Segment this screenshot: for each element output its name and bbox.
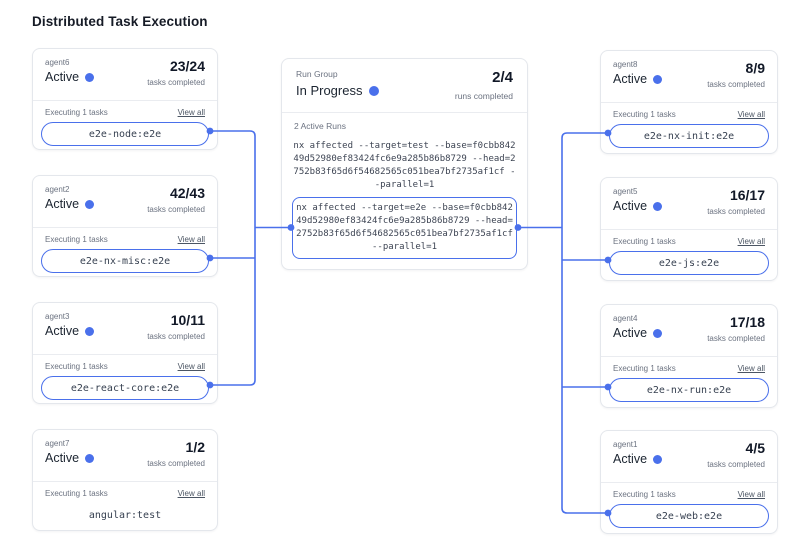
- agent-name: agent5: [613, 187, 638, 196]
- agent-name: agent1: [613, 440, 638, 449]
- task-pill[interactable]: e2e-node:e2e: [41, 122, 209, 146]
- agent-card-header: agent7 Active 1/2 tasks completed: [33, 430, 217, 482]
- view-all-link[interactable]: View all: [737, 110, 765, 119]
- view-all-link[interactable]: View all: [737, 237, 765, 246]
- run-command[interactable]: nx affected --target=test --base=f0cbb84…: [293, 141, 516, 190]
- right-column: agent8 Active 8/9 tasks completed Execut…: [600, 50, 778, 534]
- tasks-count: 4/5: [745, 440, 765, 456]
- agent-name: agent8: [613, 60, 638, 69]
- status-dot-icon: [85, 199, 95, 209]
- view-all-link[interactable]: View all: [737, 490, 765, 499]
- agent-card-header: agent8 Active 8/9 tasks completed: [601, 51, 777, 103]
- agent-name: agent7: [45, 439, 70, 448]
- active-runs-label: 2 Active Runs: [294, 121, 346, 131]
- executing-label: Executing 1 tasks: [613, 490, 676, 499]
- tasks-completed-label: tasks completed: [147, 78, 205, 87]
- agent-name: agent6: [45, 58, 70, 67]
- tasks-count: 8/9: [745, 60, 765, 76]
- task-pill: angular:test: [41, 503, 209, 527]
- status-dot-icon: [85, 72, 95, 82]
- tasks-count: 16/17: [729, 187, 765, 203]
- agent-card: agent3 Active 10/11 tasks completed Exec…: [32, 302, 218, 404]
- run-group-status: In Progress: [296, 83, 363, 98]
- runs-completed-label: runs completed: [454, 91, 513, 101]
- tasks-count: 10/11: [170, 312, 205, 328]
- task-pill[interactable]: e2e-nx-run:e2e: [609, 378, 769, 402]
- agent-card: agent7 Active 1/2 tasks completed Execut…: [32, 429, 218, 531]
- run-group-card: Run Group In Progress 2/4 runs completed…: [281, 58, 528, 270]
- agent-status-text: Active: [613, 326, 648, 340]
- agent-name: agent3: [45, 312, 70, 321]
- tasks-completed-label: tasks completed: [147, 205, 205, 214]
- tasks-completed-label: tasks completed: [147, 332, 205, 341]
- agent-card-header: agent5 Active 16/17 tasks completed: [601, 178, 777, 230]
- task-pill[interactable]: e2e-react-core:e2e: [41, 376, 209, 400]
- agent-name: agent4: [613, 314, 638, 323]
- run-group-header: Run Group In Progress 2/4 runs completed: [282, 59, 527, 113]
- status-dot-icon: [653, 74, 663, 84]
- agent-card: agent8 Active 8/9 tasks completed Execut…: [600, 50, 778, 154]
- agent-name: agent2: [45, 185, 70, 194]
- status-dot-icon: [85, 453, 95, 463]
- runs-completed-count: 2/4: [492, 69, 513, 86]
- executing-label: Executing 1 tasks: [613, 110, 676, 119]
- tasks-completed-label: tasks completed: [707, 460, 765, 469]
- agent-card-header: agent6 Active 23/24 tasks completed: [33, 49, 217, 101]
- agent-status-text: Active: [613, 452, 648, 466]
- tasks-count: 1/2: [185, 439, 205, 455]
- status-dot-icon: [85, 326, 95, 336]
- tasks-count: 23/24: [169, 58, 205, 74]
- run-command-highlighted[interactable]: nx affected --target=e2e --base=f0cbb842…: [292, 197, 517, 259]
- view-all-link[interactable]: View all: [737, 364, 765, 373]
- agent-status-text: Active: [613, 199, 648, 213]
- status-dot-icon: [653, 454, 663, 464]
- run-group-label: Run Group: [296, 69, 338, 79]
- agent-card: agent4 Active 17/18 tasks completed Exec…: [600, 304, 778, 408]
- executing-label: Executing 1 tasks: [45, 489, 108, 498]
- agent-status-text: Active: [613, 72, 648, 86]
- agent-status-text: Active: [45, 451, 80, 465]
- left-column: agent6 Active 23/24 tasks completed Exec…: [32, 48, 218, 531]
- task-pill[interactable]: e2e-nx-init:e2e: [609, 124, 769, 148]
- task-pill[interactable]: e2e-web:e2e: [609, 504, 769, 528]
- agent-card-header: agent4 Active 17/18 tasks completed: [601, 305, 777, 357]
- agent-status-text: Active: [45, 70, 80, 84]
- agent-card-header: agent1 Active 4/5 tasks completed: [601, 431, 777, 483]
- executing-label: Executing 1 tasks: [613, 364, 676, 373]
- task-pill[interactable]: e2e-js:e2e: [609, 251, 769, 275]
- tasks-completed-label: tasks completed: [707, 80, 765, 89]
- agent-card-header: agent2 Active 42/43 tasks completed: [33, 176, 217, 228]
- view-all-link[interactable]: View all: [177, 362, 205, 371]
- executing-label: Executing 1 tasks: [45, 235, 108, 244]
- tasks-count: 42/43: [169, 185, 205, 201]
- executing-label: Executing 1 tasks: [613, 237, 676, 246]
- tasks-completed-label: tasks completed: [707, 207, 765, 216]
- view-all-link[interactable]: View all: [177, 235, 205, 244]
- tasks-count: 17/18: [729, 314, 765, 330]
- status-dot-icon: [653, 328, 663, 338]
- agent-card: agent2 Active 42/43 tasks completed Exec…: [32, 175, 218, 277]
- page-title: Distributed Task Execution: [32, 14, 208, 29]
- tasks-completed-label: tasks completed: [147, 459, 205, 468]
- agent-card-header: agent3 Active 10/11 tasks completed: [33, 303, 217, 355]
- status-dot-icon: [653, 201, 663, 211]
- tasks-completed-label: tasks completed: [707, 334, 765, 343]
- agent-card: agent6 Active 23/24 tasks completed Exec…: [32, 48, 218, 150]
- agent-status-text: Active: [45, 324, 80, 338]
- agent-card: agent1 Active 4/5 tasks completed Execut…: [600, 430, 778, 534]
- status-dot-icon: [369, 85, 380, 96]
- task-pill[interactable]: e2e-nx-misc:e2e: [41, 249, 209, 273]
- agent-status-text: Active: [45, 197, 80, 211]
- executing-label: Executing 1 tasks: [45, 362, 108, 371]
- agent-card: agent5 Active 16/17 tasks completed Exec…: [600, 177, 778, 281]
- view-all-link[interactable]: View all: [177, 108, 205, 117]
- executing-label: Executing 1 tasks: [45, 108, 108, 117]
- view-all-link[interactable]: View all: [177, 489, 205, 498]
